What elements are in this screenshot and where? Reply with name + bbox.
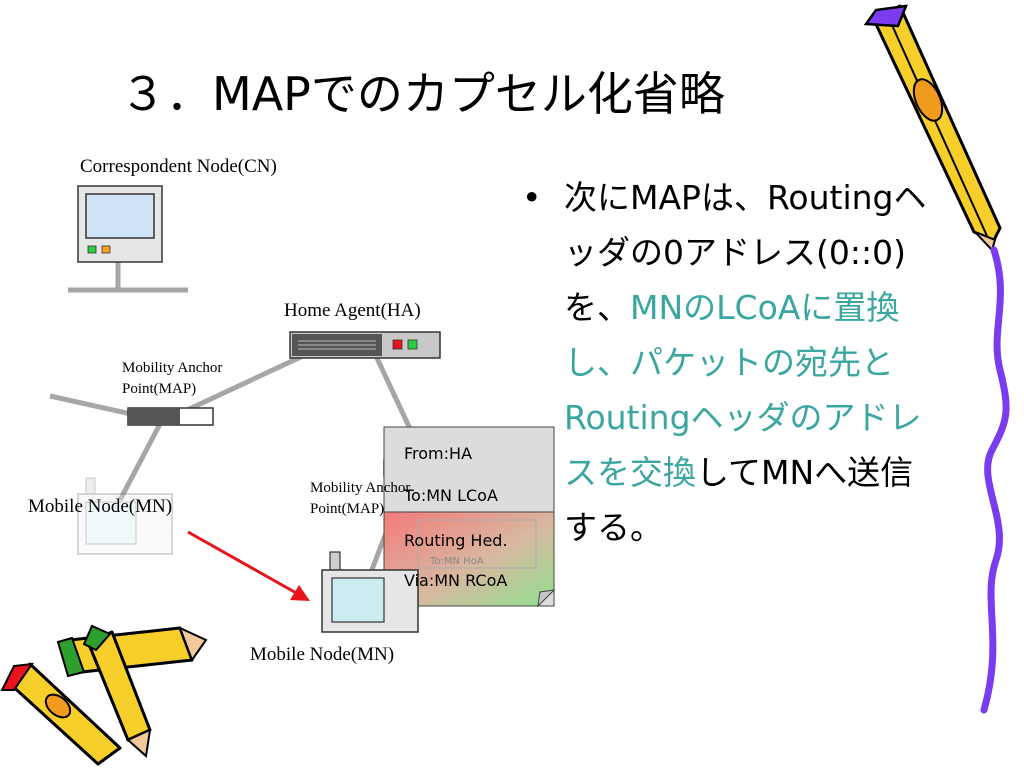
- mn-left-faded-icon: [77, 477, 173, 555]
- packet-routing-header: Routing Hed.: [404, 531, 508, 550]
- movement-arrow: [187, 530, 310, 601]
- map-right-label-line2: Point(MAP): [310, 501, 385, 517]
- mn-bottom-label: Mobile Node(MN): [250, 644, 395, 665]
- bullet-part-1: 次にMAPは、Routingヘッダの0アドレス(0::0)を、: [564, 178, 927, 327]
- cn-computer-icon: [77, 185, 163, 263]
- cn-label: Correspondent Node(CN): [80, 156, 277, 177]
- bullet-list: • 次にMAPは、Routingヘッダの0アドレス(0::0)を、MNのLCoA…: [522, 170, 942, 555]
- map-left-label: Mobility Anchor Point(MAP): [122, 358, 222, 400]
- slide-title: ３．MAPでのカプセル化省略: [120, 67, 725, 121]
- pencil-bottom-left-3-icon: [0, 662, 122, 766]
- packet-inner-to: To:MN HoA: [430, 556, 484, 567]
- squiggle-icon: [980, 246, 1010, 714]
- mn-bottom-icon: [321, 551, 419, 633]
- map-right-label-line1: Mobility Anchor: [310, 480, 411, 496]
- packet-document: [383, 426, 556, 608]
- mn-left-label: Mobile Node(MN): [28, 496, 173, 517]
- map-left-device-icon: [127, 407, 214, 426]
- packet-to: To:MN LCoA: [404, 486, 498, 505]
- ha-router-icon: [289, 331, 441, 359]
- ha-label: Home Agent(HA): [284, 300, 421, 321]
- map-left-label-line1: Mobility Anchor: [122, 360, 223, 376]
- packet-via: Via:MN RCoA: [404, 571, 508, 590]
- map-right-label: Mobility Anchor Point(MAP): [310, 478, 410, 520]
- bullet-item: 次にMAPは、Routingヘッダの0アドレス(0::0)を、MNのLCoAに置…: [564, 170, 942, 555]
- pencil-bottom-left-2-icon: [82, 624, 152, 758]
- pencil-bottom-left-1-icon: [56, 626, 208, 678]
- pencil-top-right-icon: [863, 4, 1002, 252]
- bullet-part-3: してMNへ送信する。: [564, 453, 914, 547]
- bullet-marker: •: [522, 178, 542, 217]
- packet-from: From:HA: [404, 444, 473, 463]
- map-left-label-line2: Point(MAP): [122, 381, 197, 397]
- bullet-part-2-highlight: MNのLCoAに置換し、パケットの宛先とRoutingヘッダのアドレスを交換: [564, 288, 922, 492]
